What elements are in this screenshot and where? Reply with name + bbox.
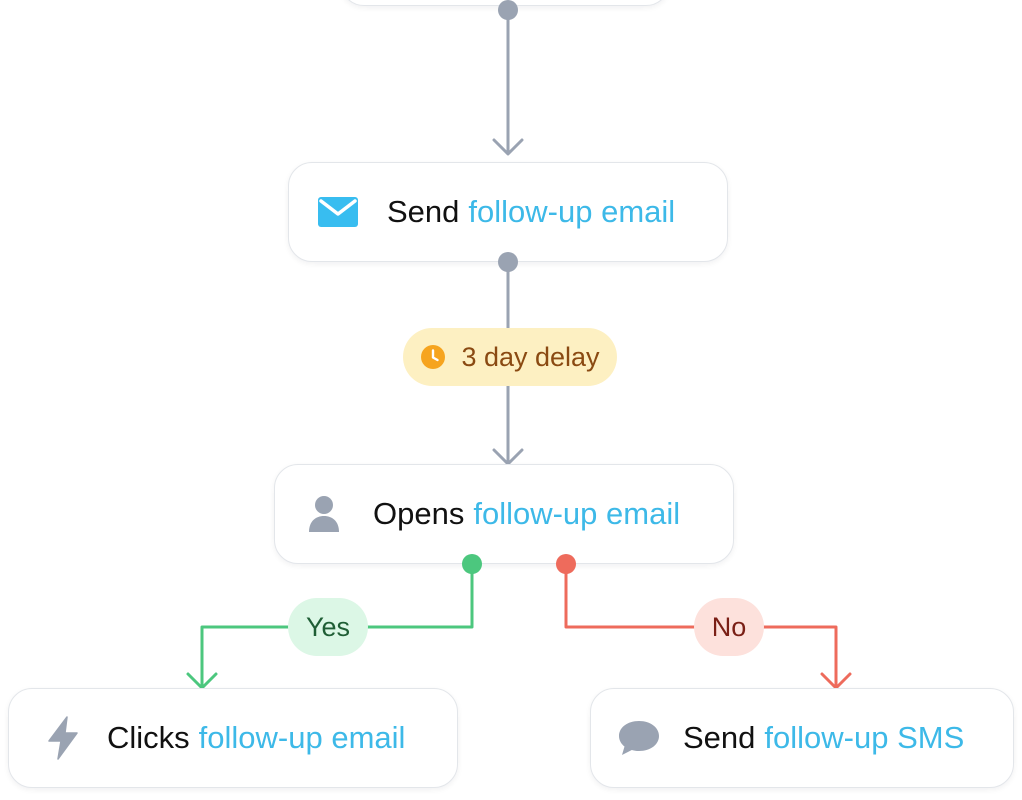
delay-badge[interactable]: 3 day delay — [403, 328, 617, 386]
chat-bubble-icon — [617, 716, 661, 760]
node-action-label: Send — [387, 194, 460, 229]
clicks-follow-up-email-node[interactable]: Clicks follow-up email — [8, 688, 458, 788]
yes-output-port[interactable] — [462, 554, 482, 574]
node-target-label: follow-up email — [198, 720, 406, 755]
node-target-label: follow-up email — [473, 496, 681, 531]
arrowhead-to-send-email — [492, 138, 524, 156]
node-action-label: Send — [683, 720, 756, 755]
send-email-output-port[interactable] — [498, 252, 518, 272]
node-action-label: Opens — [373, 496, 465, 531]
node-action-label: Clicks — [107, 720, 190, 755]
node-target-label: follow-up email — [468, 194, 676, 229]
clock-icon — [420, 344, 446, 370]
user-icon — [302, 492, 346, 536]
send-follow-up-email-node[interactable]: Send follow-up email — [288, 162, 728, 262]
node-target-label: follow-up SMS — [764, 720, 965, 755]
top-incoming-port[interactable] — [498, 0, 518, 20]
envelope-icon — [316, 190, 360, 234]
send-follow-up-sms-node[interactable]: Send follow-up SMS — [590, 688, 1014, 788]
no-output-port[interactable] — [556, 554, 576, 574]
no-branch-label: No — [694, 598, 764, 656]
lightning-icon — [41, 716, 85, 760]
opens-follow-up-email-node[interactable]: Opens follow-up email — [274, 464, 734, 564]
delay-label: 3 day delay — [461, 341, 600, 372]
yes-branch-label: Yes — [288, 598, 368, 656]
